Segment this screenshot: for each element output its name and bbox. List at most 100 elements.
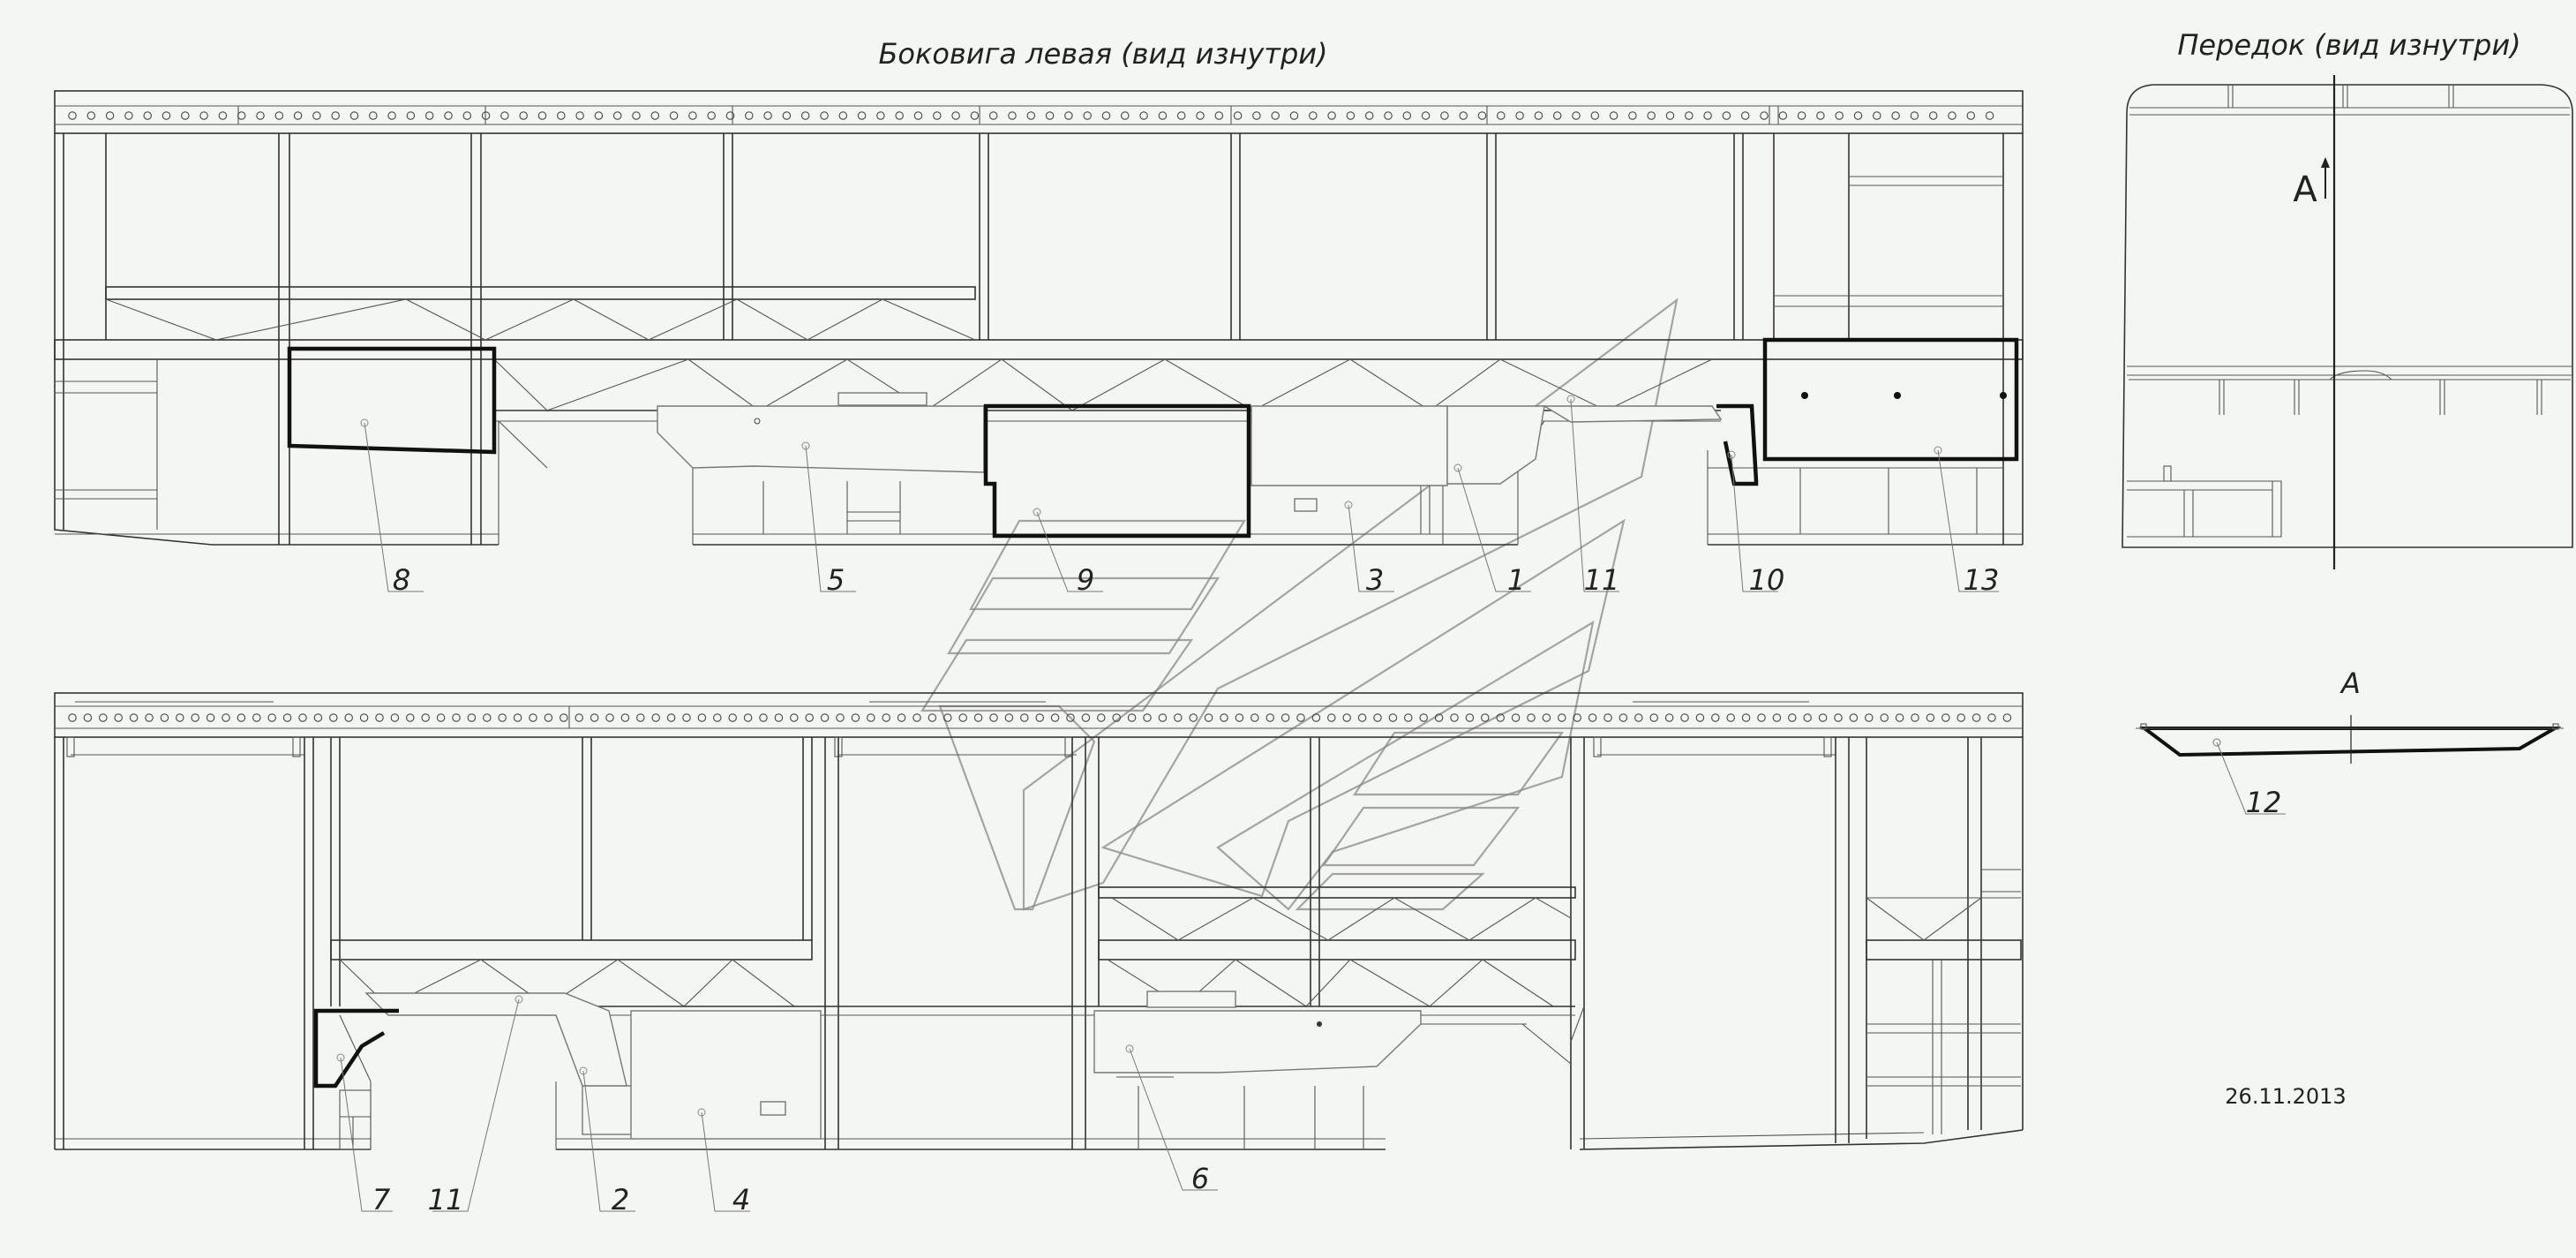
rivet-hole <box>1459 111 1468 120</box>
rivet-hole <box>1364 111 1374 120</box>
side-right-panels <box>313 991 1422 1140</box>
rivet-hole <box>1511 713 1521 722</box>
rivet-hole <box>68 713 77 722</box>
rivet-hole <box>1956 713 1965 722</box>
rivet-hole <box>359 713 369 722</box>
rivet-hole <box>199 111 208 120</box>
rivet-hole <box>1928 111 1938 120</box>
rivet-hole <box>1101 111 1111 120</box>
rivet-hole <box>1235 713 1244 722</box>
rivet-hole <box>697 713 707 722</box>
leader-lines <box>336 395 2286 1212</box>
rivet-hole <box>943 713 952 722</box>
section-a-label: А <box>2339 667 2361 700</box>
rivet-hole <box>1647 111 1656 120</box>
rivet-hole <box>1757 713 1766 722</box>
rivet-hole <box>800 111 810 120</box>
rivet-hole <box>145 713 154 722</box>
rivet-hole <box>1477 111 1487 120</box>
callout-5: 5 <box>827 563 845 597</box>
rivet-hole <box>1634 713 1643 722</box>
rivet-hole <box>1434 713 1444 722</box>
rivet-hole <box>424 111 434 120</box>
rivet-hole <box>436 713 446 722</box>
rivet-hole <box>867 713 875 722</box>
rivet-hole <box>882 713 890 722</box>
rivet-hole <box>1402 111 1412 120</box>
rivet-hole <box>176 713 184 722</box>
rivet-hole <box>632 111 641 120</box>
rivet-hole <box>1572 111 1581 120</box>
rivet-hole <box>1174 713 1183 722</box>
rivet-hole <box>970 111 980 120</box>
rivet-hole <box>1440 111 1449 120</box>
side-left-panels <box>287 337 2019 539</box>
rivet-hole <box>1618 713 1628 722</box>
rivet-hole <box>481 111 491 120</box>
rivet-hole <box>161 111 171 120</box>
rivet-hole <box>1421 111 1431 120</box>
rivet-hole <box>1189 713 1198 722</box>
callout-13: 13 <box>1964 563 2000 597</box>
rivet-hole <box>1404 713 1413 722</box>
rivet-hole <box>1214 111 1224 120</box>
rivet-hole <box>421 713 430 722</box>
rivet-hole <box>406 111 416 120</box>
rivet-hole <box>1311 713 1321 722</box>
rivet-hole <box>390 713 400 722</box>
rivet-hole <box>519 111 528 120</box>
rivet-hole <box>989 713 998 722</box>
rivet-hole <box>820 713 830 722</box>
rivet-hole <box>1465 713 1475 722</box>
rivet-hole <box>557 111 566 120</box>
rivet-hole <box>293 111 303 120</box>
rivet-hole <box>836 713 845 722</box>
rivet-hole <box>1609 111 1618 120</box>
rivet-hole <box>498 713 507 722</box>
rivet-hole <box>774 713 784 722</box>
rivet-hole <box>1818 713 1828 722</box>
rivet-hole <box>666 713 676 722</box>
callouts-bottom: 7 11 2 4 6 12 <box>372 786 2282 1217</box>
rivet-hole <box>759 713 768 722</box>
rivet-hole <box>1664 713 1674 722</box>
rivet-hole <box>68 111 77 120</box>
callout-3: 3 <box>1366 563 1384 597</box>
rivet-hole <box>1891 111 1900 120</box>
rivet-hole <box>483 713 492 722</box>
side-left-frame <box>54 90 2024 546</box>
rivet-hole <box>1035 713 1044 722</box>
rivet-hole <box>669 111 679 120</box>
rivet-hole <box>1081 713 1091 722</box>
rivet-hole <box>973 713 983 722</box>
rivet-hole <box>1220 713 1228 722</box>
rivet-hole <box>1948 111 1956 120</box>
rivet-hole <box>462 111 472 120</box>
side-right-frame <box>54 692 2024 1150</box>
rivet-hole <box>1695 713 1705 722</box>
view-a-arrow-label: А <box>2293 169 2317 210</box>
rivet-hole <box>1026 111 1036 120</box>
rivet-hole <box>1064 111 1073 120</box>
watermark-logo <box>920 298 1679 911</box>
rivet-hole <box>1542 713 1551 722</box>
rivet-hole <box>895 111 904 120</box>
rivet-hole <box>181 111 190 120</box>
rivet-hole <box>331 111 340 120</box>
rivet-hole <box>912 713 921 722</box>
rivet-hole <box>1158 111 1168 120</box>
rivet-hole <box>1346 111 1356 120</box>
rivet-hole <box>1558 713 1566 722</box>
rivet-hole <box>1778 111 1788 120</box>
rivet-hole <box>344 713 353 722</box>
rivet-hole <box>713 713 722 722</box>
rivet-hole <box>1419 713 1428 722</box>
front-view: А <box>2122 75 2573 569</box>
rivet-hole <box>114 713 123 722</box>
rivet-hole <box>1357 713 1367 722</box>
rivet-hole <box>1388 713 1398 722</box>
callout-7: 7 <box>372 1183 391 1217</box>
rivet-hole <box>1204 713 1213 722</box>
part-10-bracket <box>1716 403 1759 486</box>
rivet-hole <box>329 713 338 722</box>
